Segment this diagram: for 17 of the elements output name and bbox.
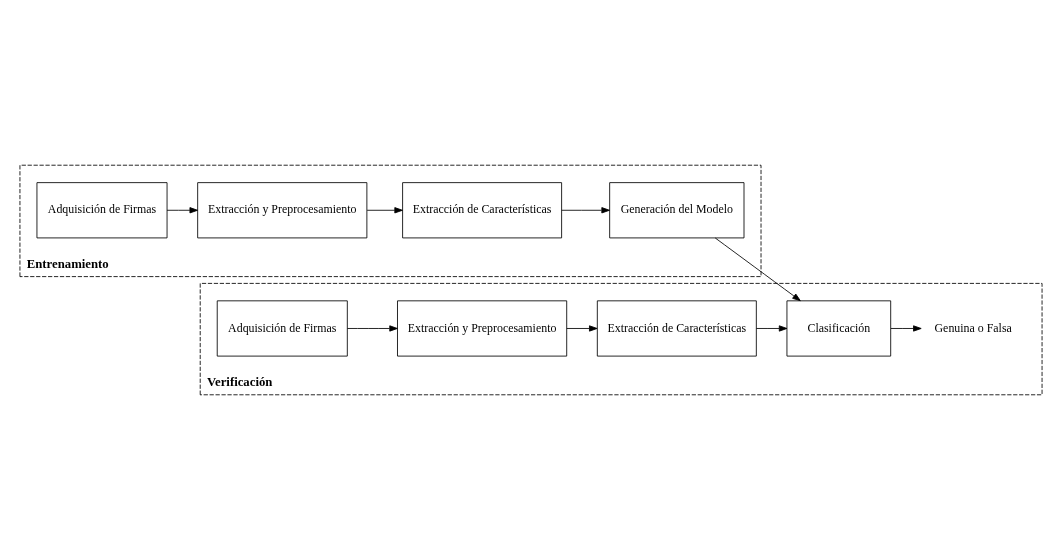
node-box: Generación del Modelo (609, 181, 745, 238)
arrow (756, 324, 788, 332)
node-box: Extracción de Características (596, 299, 757, 357)
arrow (366, 206, 403, 213)
arrow (561, 206, 610, 213)
node-box: Extracción de Características (402, 181, 563, 238)
arrow (166, 206, 198, 213)
node-box: Adquisición de Firmas (216, 299, 348, 357)
node-box: Clasificación (786, 299, 892, 357)
node-box: Extracción y Preprocesamiento (397, 299, 568, 357)
arrow (714, 237, 801, 301)
node-box: Extracción y Preprocesamiento (197, 181, 368, 238)
node-box: Adquisición de Firmas (36, 181, 168, 238)
arrow (347, 324, 398, 332)
node-text: Genuina o Falsa (934, 320, 1012, 335)
arrow (890, 324, 922, 332)
arrow (566, 324, 598, 332)
